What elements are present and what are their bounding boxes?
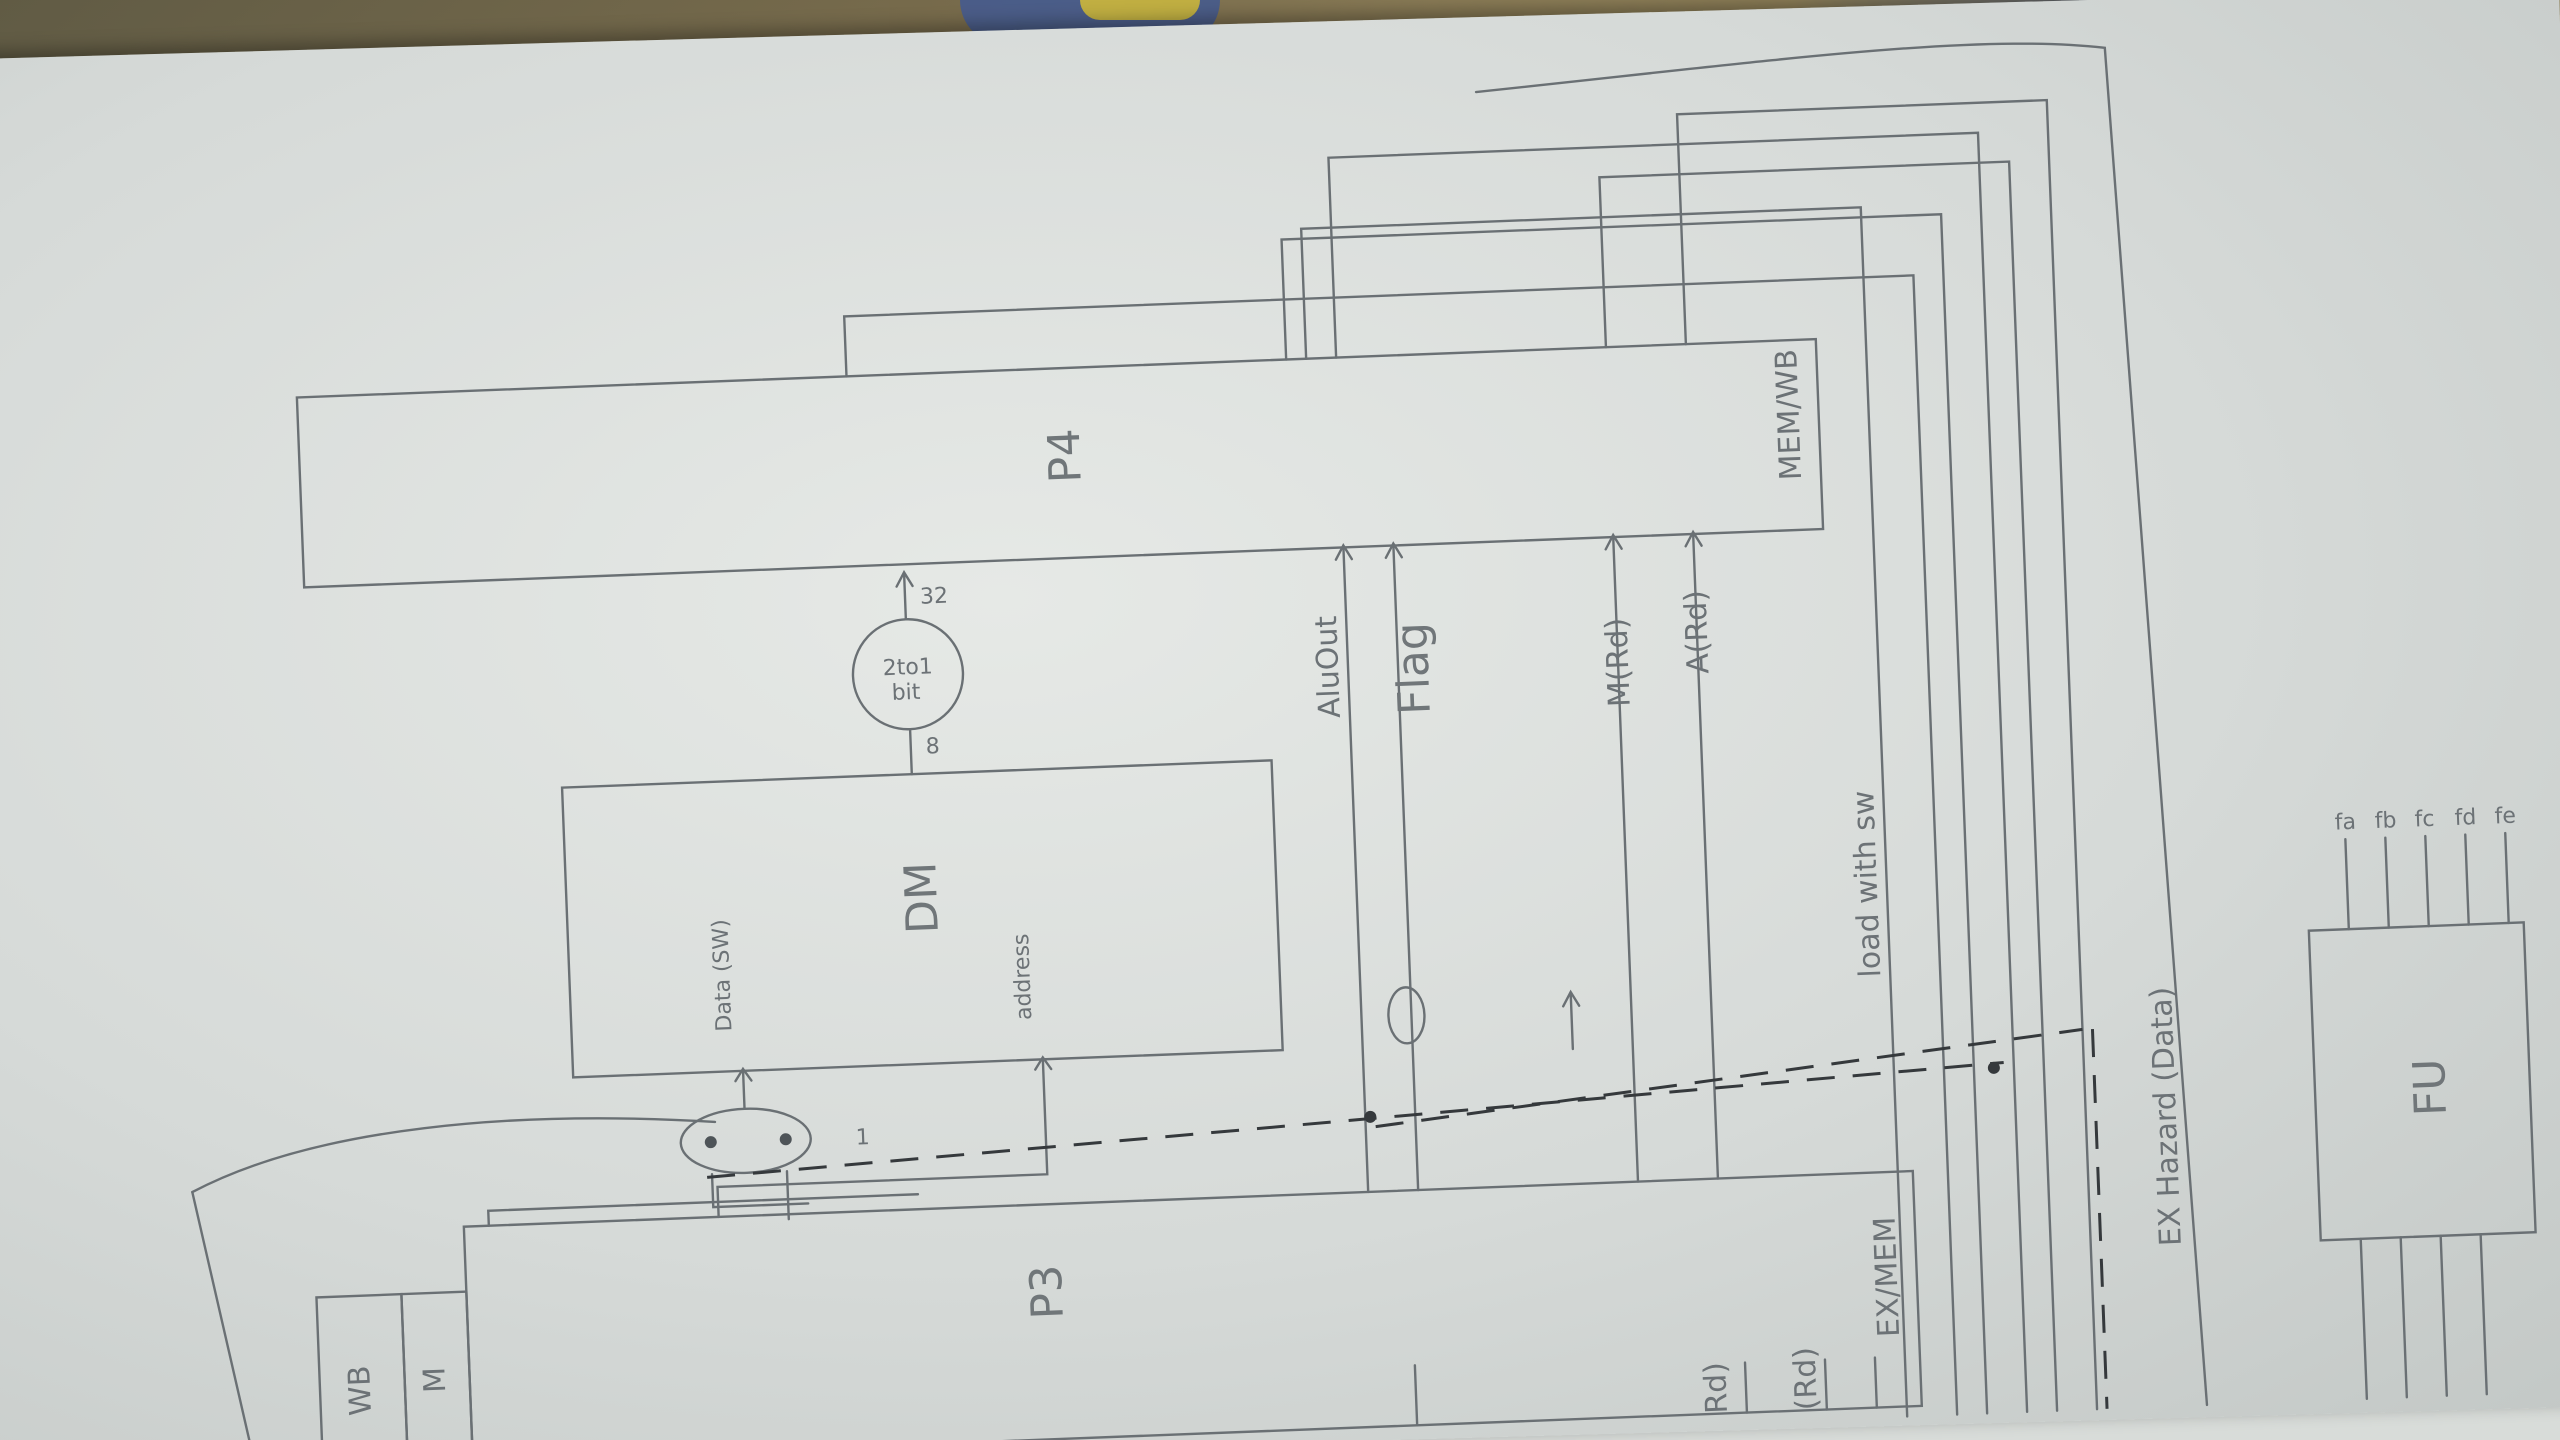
mux-input-1 bbox=[780, 1133, 792, 1145]
mem-wb-register: P4 MEM/WB bbox=[297, 339, 1823, 587]
fu-output-fd: fd bbox=[2454, 805, 2477, 831]
data-sw-label: Data (SW) bbox=[708, 919, 737, 1032]
fu-output-fe: fe bbox=[2494, 804, 2516, 830]
flag-junction bbox=[1387, 987, 1425, 1044]
fu-out-a bbox=[2345, 839, 2348, 929]
fu-output-fc: fc bbox=[2414, 807, 2435, 833]
feedback-4 bbox=[1599, 162, 2057, 1427]
hazard-dash-1 bbox=[705, 1062, 2007, 1177]
fu-out-b bbox=[2385, 838, 2388, 928]
load-sw-arrow-wire bbox=[1571, 994, 1573, 1049]
wire-exmem-top bbox=[488, 1194, 918, 1225]
extend-in-width: 8 bbox=[925, 734, 940, 760]
left-in-wire-4 bbox=[1875, 1358, 1877, 1408]
fu-in-4 bbox=[2481, 1234, 2487, 1394]
aluout-wire bbox=[1343, 547, 1368, 1192]
outer-return-wire bbox=[1475, 38, 2207, 1431]
flag-label: Flag bbox=[1386, 621, 1441, 715]
left-down-wire bbox=[192, 1190, 258, 1440]
mux-input-0 bbox=[705, 1136, 717, 1148]
rd-left-label-1: Rd) bbox=[1698, 1361, 1735, 1414]
ex-mem-register: WB M P3 EX/MEM bbox=[314, 1171, 1922, 1440]
fu-output-fb: fb bbox=[2374, 808, 2397, 834]
mux-oval bbox=[680, 1106, 812, 1175]
extend-label-top: 2to1 bbox=[882, 654, 933, 681]
feedback-3 bbox=[1328, 133, 2027, 1437]
hazard-dash-2 bbox=[1373, 1029, 2085, 1126]
dm-to-extend-wire bbox=[910, 729, 912, 774]
extend-out-width: 32 bbox=[920, 584, 949, 610]
fu-out-e bbox=[2505, 833, 2508, 923]
extend-label-bottom: bit bbox=[891, 680, 921, 706]
ex-hazard-lines: EX Hazard (Data) bbox=[702, 986, 2195, 1440]
p4-label: P4 bbox=[1039, 428, 1092, 484]
fu-in-2 bbox=[2401, 1237, 2407, 1397]
wire-address bbox=[713, 1059, 1048, 1217]
fu-in-3 bbox=[2441, 1236, 2447, 1396]
signal-wires: AluOut Flag M(Rd) A(Rd) load with sw bbox=[1306, 525, 1895, 1193]
aluout-label: AluOut bbox=[1309, 615, 1348, 719]
address-label: address bbox=[1009, 933, 1037, 1020]
extend-unit: 2to1 bit 8 32 bbox=[849, 570, 967, 776]
m-field bbox=[401, 1292, 472, 1440]
data-memory: DM Data (SW) address bbox=[562, 760, 1283, 1077]
extend-to-p4-wire bbox=[904, 574, 906, 619]
mux-select-label: 1 bbox=[855, 1125, 870, 1151]
ex-hazard-label: EX Hazard (Data) bbox=[2144, 986, 2189, 1247]
left-in-wire-1 bbox=[1415, 1365, 1417, 1425]
forwarding-unit: FU fa fb fc fd fe bbox=[2304, 803, 2541, 1400]
left-in-wire-2 bbox=[1745, 1363, 1747, 1413]
feedback-6 bbox=[1301, 207, 1907, 1438]
dm-label: DM bbox=[895, 861, 949, 935]
m-label: M bbox=[417, 1366, 453, 1393]
left-curve-wire bbox=[190, 1113, 717, 1192]
fu-out-d bbox=[2465, 835, 2468, 925]
fu-in-1 bbox=[2361, 1239, 2367, 1399]
mux-to-data-wire bbox=[743, 1071, 744, 1109]
rd-left-label-2: (Rd) bbox=[1787, 1346, 1824, 1411]
fu-label: FU bbox=[2404, 1058, 2457, 1117]
load-with-sw-label: load with sw bbox=[1846, 790, 1888, 978]
wb-label: WB bbox=[342, 1365, 379, 1417]
mux-feed-wire-2 bbox=[787, 1171, 789, 1219]
fu-out-c bbox=[2425, 836, 2428, 926]
left-in-wire-3 bbox=[1825, 1360, 1827, 1410]
m-rd-label: M(Rd) bbox=[1599, 617, 1637, 707]
p3-label: P3 bbox=[1021, 1264, 1074, 1320]
mem-wb-label: MEM/WB bbox=[1769, 349, 1809, 481]
a-rd-label: A(Rd) bbox=[1678, 589, 1716, 674]
fu-output-fa: fa bbox=[2334, 810, 2356, 836]
